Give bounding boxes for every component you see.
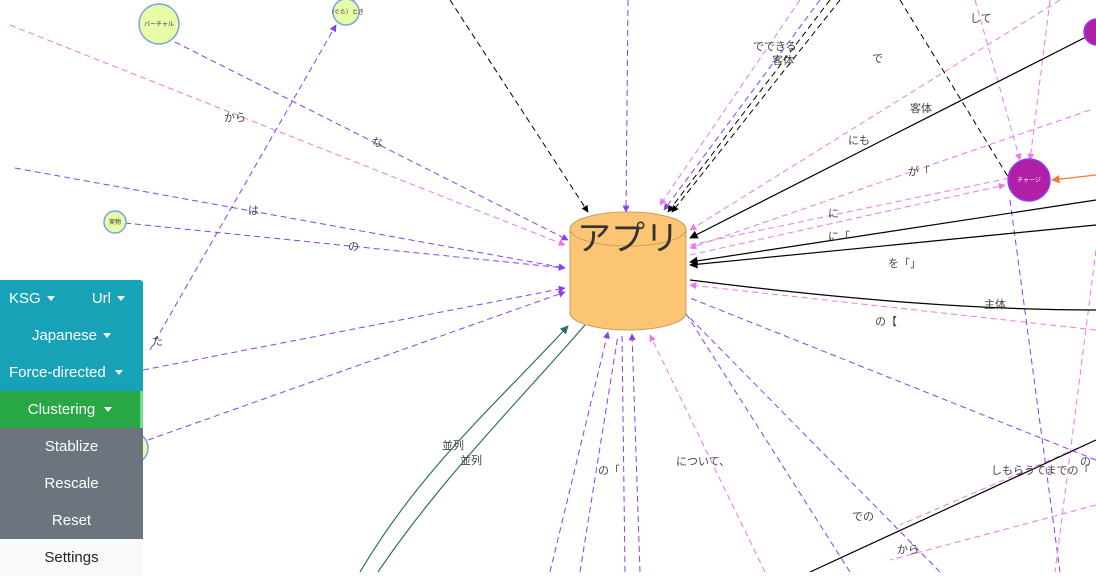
ksg-label: KSG [9,290,41,307]
language-label: Japanese [31,327,98,344]
node-label: バーチャル [144,21,174,28]
edge-label: は [248,204,259,217]
node-label: （ぐた）とき [328,9,364,16]
node-app-label: アプリ [577,219,679,259]
edge-label: に [828,207,839,220]
rescale-button[interactable]: Rescale [0,465,143,502]
edge-label: 客体 [772,53,794,67]
node-top-right[interactable] [1083,18,1096,46]
node-label: 実物 [109,218,121,226]
edge-label: から [224,111,246,124]
edge-label: に「 [828,230,850,243]
url-dropdown[interactable]: Url [92,290,125,307]
edge-label: が「 [908,164,930,178]
node-real[interactable]: 実物 [103,210,127,234]
chevron-down-icon [104,407,113,412]
edge-label: 並列 [460,453,482,467]
ksg-dropdown[interactable]: KSG [9,290,55,307]
settings-label: Settings [44,549,99,566]
node-virtual[interactable]: バーチャル [138,3,180,45]
edge-label: でできる [753,40,797,53]
edge-label: 主体 [984,297,1006,311]
edge-label: から [897,543,919,556]
edge-label: の【 [875,315,897,328]
clustering-label: Clustering [27,401,96,418]
edge-label: を「」 [888,257,921,270]
top-dropdown-row: KSG Url [0,280,143,317]
chevron-down-icon [114,370,123,375]
edge-label: について、 [676,455,730,468]
stablize-button[interactable]: Stablize [0,428,143,465]
node-charge[interactable]: チャージ [1007,158,1051,202]
edge-label: で [872,52,883,65]
settings-button[interactable]: Settings [0,539,143,576]
edge-label: た [152,335,163,348]
rescale-label: Rescale [44,475,99,492]
url-label: Url [91,290,111,307]
edge-label: にも [848,134,870,147]
edge-label: な [372,136,383,149]
chevron-down-icon [46,296,55,301]
node-kuota[interactable]: （ぐた）とき [328,0,364,26]
language-dropdown[interactable]: Japanese [0,317,143,354]
layout-label: Force-directed [9,364,106,381]
node-app[interactable]: アプリ [569,211,687,331]
clustering-dropdown[interactable]: Clustering [0,391,143,428]
reset-label: Reset [51,512,92,529]
stablize-label: Stablize [44,438,99,455]
edge-label: の [1080,455,1091,468]
edge-label: 客体 [910,101,932,115]
edge-label: しもらうてまでの「 [991,464,1089,477]
edge-label: での [852,510,874,523]
edge-label: 並列 [442,438,464,452]
chevron-down-icon [103,333,112,338]
node-label: チャージ [1017,177,1041,184]
edge-label: の [348,240,359,253]
edge-label: の「 [598,464,620,477]
reset-button[interactable]: Reset [0,502,143,539]
control-panel: KSG Url Japanese Force-directed Clusteri… [0,280,143,576]
layout-dropdown[interactable]: Force-directed [0,354,143,391]
edge-label: して [970,12,992,25]
chevron-down-icon [117,296,125,301]
